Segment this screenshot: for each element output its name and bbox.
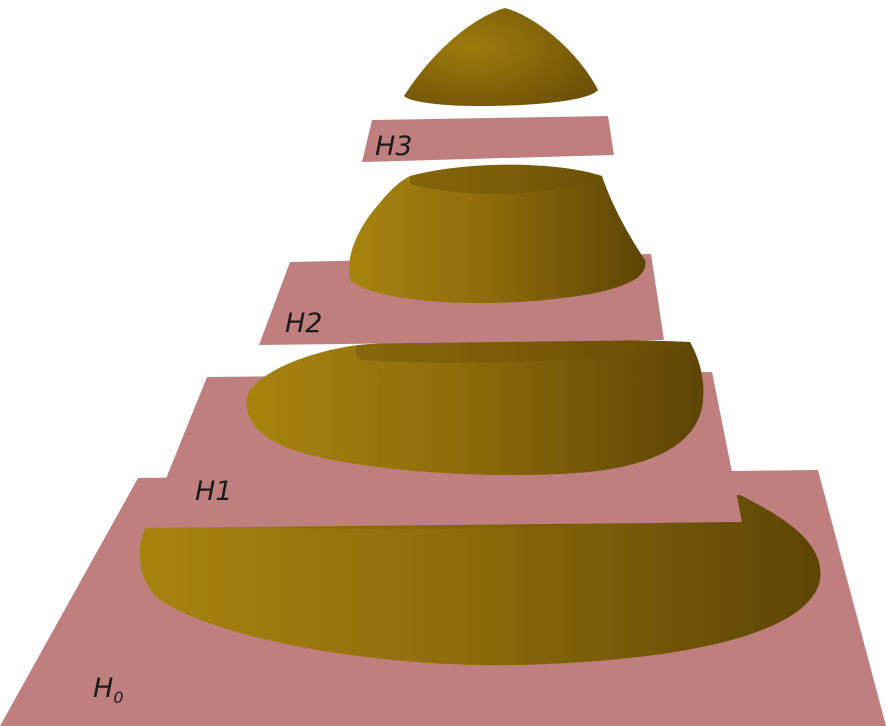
- plane-h3: [362, 116, 614, 162]
- frustum-h2-top-face: [410, 164, 602, 194]
- frustum-base-body: [139, 495, 821, 666]
- cone-apex-cap: [404, 8, 598, 106]
- frustum-h2-body: [348, 164, 646, 304]
- plane-h1-label: H1: [195, 476, 232, 507]
- frustum-h1-body: [246, 339, 704, 476]
- plane-h3-label: H3: [375, 131, 412, 162]
- frustum-h1-top-face: [355, 339, 690, 363]
- plane-h2-label: H2: [285, 308, 322, 339]
- plane-h0-label: H0: [93, 673, 124, 707]
- layer-h3: H3: [362, 116, 614, 162]
- layer-h2: H2: [259, 164, 664, 345]
- layer-h1: H1: [146, 339, 742, 528]
